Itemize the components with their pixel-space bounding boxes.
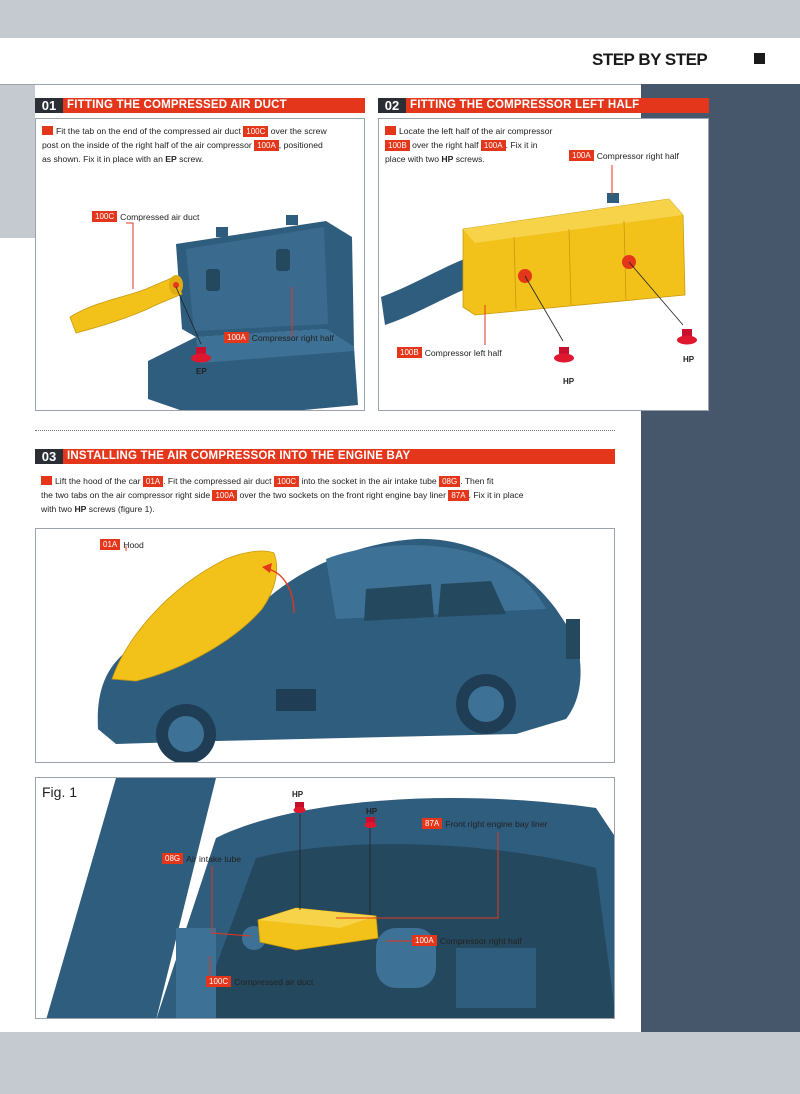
callout-text: Compressor right half <box>440 936 522 946</box>
text: post on the inside of the right half of … <box>42 140 254 150</box>
part-tag: 100C <box>206 976 231 987</box>
text: as shown. Fix it in place with an <box>42 154 165 164</box>
step-number: 03 <box>35 449 63 464</box>
part-tag: 100C <box>92 211 117 222</box>
text: the two tabs on the air compressor right… <box>41 490 212 500</box>
step-03-instructions: Lift the hood of the car 01A. Fit the co… <box>41 474 611 516</box>
callout-text: Compressed air duct <box>120 212 199 222</box>
part-tag: 87A <box>448 490 468 501</box>
step-02-header: 02 FITTING THE COMPRESSOR LEFT HALF <box>378 98 709 113</box>
step-01-instructions: Fit the tab on the end of the compressed… <box>42 124 362 166</box>
bullet-marker <box>41 476 52 485</box>
part-tag: 100C <box>243 126 268 137</box>
text: . Fit the compressed air duct <box>163 476 274 486</box>
text: screws (figure 1). <box>86 504 154 514</box>
step-01-header: 01 FITTING THE COMPRESSED AIR DUCT <box>35 98 365 113</box>
step-title: FITTING THE COMPRESSOR LEFT HALF <box>406 98 709 113</box>
part-tag: 100A <box>212 490 237 501</box>
text: over the right half <box>410 140 481 150</box>
part-tag: 08G <box>162 853 183 864</box>
part-tag: 100A <box>224 332 249 343</box>
callout-text: Air intake tube <box>186 854 241 864</box>
text: Lift the hood of the car <box>55 476 143 486</box>
part-tag: 08G <box>439 476 460 487</box>
callout-text: Compressed air duct <box>234 977 313 987</box>
page-title: STEP BY STEP <box>592 50 707 70</box>
callout-text: Compressor right half <box>252 333 334 343</box>
top-band <box>0 0 800 38</box>
text: over the screw <box>268 126 326 136</box>
text: Fit the tab on the end of the compressed… <box>56 126 243 136</box>
figure-label: Fig. 1 <box>42 784 77 800</box>
callout-text: Hood <box>123 540 144 550</box>
text: over the two sockets on the front right … <box>237 490 448 500</box>
step-02-panel: Locate the left half of the air compress… <box>378 118 709 411</box>
text: Locate the left half of the air compress… <box>399 126 552 136</box>
callout-text: Front right engine bay liner <box>445 819 547 829</box>
text: , positioned <box>279 140 323 150</box>
text: . Fix it in place <box>469 490 524 500</box>
screw-code: EP <box>165 154 176 164</box>
part-tag: 100A <box>254 140 279 151</box>
section-divider <box>35 430 615 431</box>
bullet-marker <box>385 126 396 135</box>
screw-label-hp: HP <box>683 355 694 364</box>
part-tag: 100A <box>412 935 437 946</box>
step-title: INSTALLING THE AIR COMPRESSOR INTO THE E… <box>63 449 615 464</box>
header-divider <box>0 84 641 85</box>
step-03-header: 03 INSTALLING THE AIR COMPRESSOR INTO TH… <box>35 449 615 464</box>
callout-text: Compressor right half <box>597 151 679 161</box>
part-tag: 100C <box>274 476 299 487</box>
part-tag: 87A <box>422 818 442 829</box>
screw-code: HP <box>441 154 453 164</box>
step-01-panel: Fit the tab on the end of the compressed… <box>35 118 365 411</box>
header-square-icon <box>754 53 765 64</box>
screw-label-hp: HP <box>366 807 377 816</box>
screw-code: HP <box>74 504 86 514</box>
text: . Then fit <box>460 476 493 486</box>
car-illustration <box>36 529 615 763</box>
text: with two <box>41 504 74 514</box>
part-tag: 100A <box>481 140 506 151</box>
part-tag: 01A <box>143 476 163 487</box>
engine-bay-illustration <box>36 778 615 1019</box>
step-number: 02 <box>378 98 406 113</box>
screw-label-hp: HP <box>563 377 574 386</box>
screw-label-ep: EP <box>196 367 207 376</box>
screw-label-hp: HP <box>292 790 303 799</box>
text: screws. <box>453 154 485 164</box>
part-tag: 100B <box>397 347 422 358</box>
text: . Fix it in <box>506 140 538 150</box>
callout-text: Compressor left half <box>425 348 502 358</box>
text: place with two <box>385 154 441 164</box>
step-title: FITTING THE COMPRESSED AIR DUCT <box>63 98 365 113</box>
bottom-band <box>0 1032 800 1094</box>
step-number: 01 <box>35 98 63 113</box>
part-tag: 01A <box>100 539 120 550</box>
text: into the socket in the air intake tube <box>299 476 439 486</box>
bullet-marker <box>42 126 53 135</box>
part-tag: 100A <box>569 150 594 161</box>
part-tag: 100B <box>385 140 410 151</box>
text: screw. <box>177 154 204 164</box>
